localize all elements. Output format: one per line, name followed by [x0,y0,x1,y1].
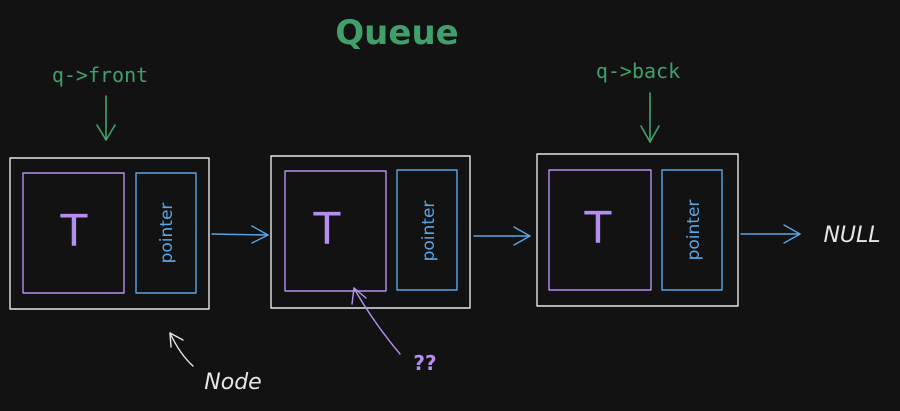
node-outline [270,155,471,309]
node-pointer-box [396,169,458,291]
front-arrow [96,95,116,141]
queue-node-1: T pointer [9,157,210,310]
node-outline [9,157,210,310]
diagram-title: Queue [335,13,458,53]
back-pointer-label: q->back [596,59,680,83]
node-annotation-label: Node [204,370,261,395]
queue-node-2: T pointer [270,155,471,309]
node-pointer-label: pointer [684,200,704,261]
unknown-annotation-label: ?? [413,351,436,375]
node-pointer-box [661,169,723,291]
link-arrow-1 [211,225,269,244]
node-data-value: T [60,206,88,257]
queue-node-3: T pointer [536,153,739,307]
node-data-box [548,169,652,291]
node-outline [536,153,739,307]
node-data-box [284,170,387,292]
link-arrow-2 [473,226,531,246]
node-pointer-label: pointer [157,203,177,264]
node-data-value: T [584,203,612,254]
unknown-annotation-arrow [351,287,401,355]
node-pointer-label: pointer [419,201,439,262]
node-annotation-arrow [169,332,194,367]
null-arrow [740,224,801,244]
node-data-box [22,172,125,294]
node-data-value: T [313,204,341,255]
null-label: NULL [823,223,880,248]
node-pointer-box [135,172,197,294]
back-arrow [640,92,660,143]
front-pointer-label: q->front [52,63,148,87]
